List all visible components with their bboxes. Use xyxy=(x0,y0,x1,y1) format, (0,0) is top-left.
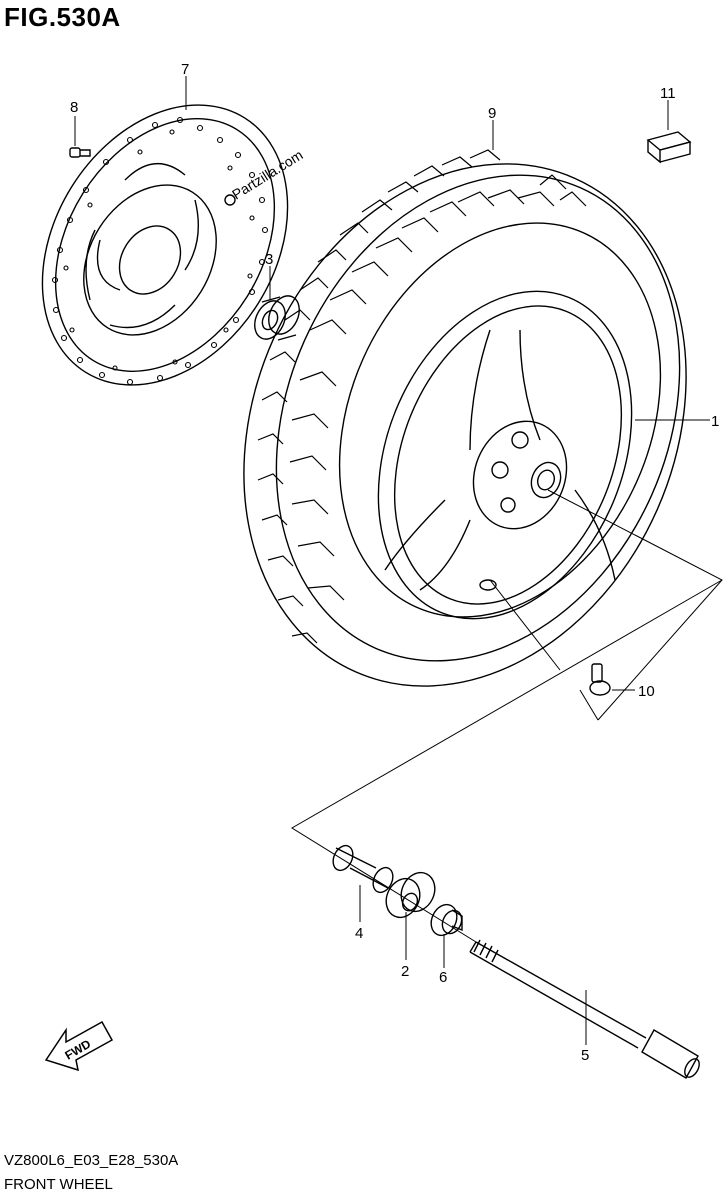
tire xyxy=(243,149,687,687)
bearing-left xyxy=(254,295,300,341)
callout-2: 2 xyxy=(401,963,409,980)
figure-title: FIG.530A xyxy=(4,2,121,32)
callout-3: 3 xyxy=(265,251,273,268)
callout-7: 7 xyxy=(181,61,189,78)
callout-6: 6 xyxy=(439,969,447,986)
tire-valve xyxy=(589,663,611,696)
brake-disc xyxy=(41,104,289,386)
collar xyxy=(430,903,463,937)
spacer xyxy=(332,844,394,894)
assembly-guide-lines xyxy=(291,489,723,943)
callout-4: 4 xyxy=(355,925,363,942)
model-code: VZ800L6_E03_E28_530A xyxy=(4,1152,179,1169)
callout-8: 8 xyxy=(70,99,78,116)
balance-weight xyxy=(646,131,692,164)
callout-10: 10 xyxy=(638,683,655,700)
callout-11: 11 xyxy=(660,85,676,102)
disc-bolt xyxy=(69,147,91,158)
callout-9: 9 xyxy=(488,105,496,122)
figure-caption: FRONT WHEEL xyxy=(4,1176,113,1193)
leader-lines xyxy=(74,76,710,1045)
callout-1: 1 xyxy=(711,413,719,430)
front-axle xyxy=(469,939,700,1079)
wheel-rim xyxy=(377,290,633,620)
callout-5: 5 xyxy=(581,1047,589,1064)
fwd-arrow-icon xyxy=(44,1020,114,1072)
